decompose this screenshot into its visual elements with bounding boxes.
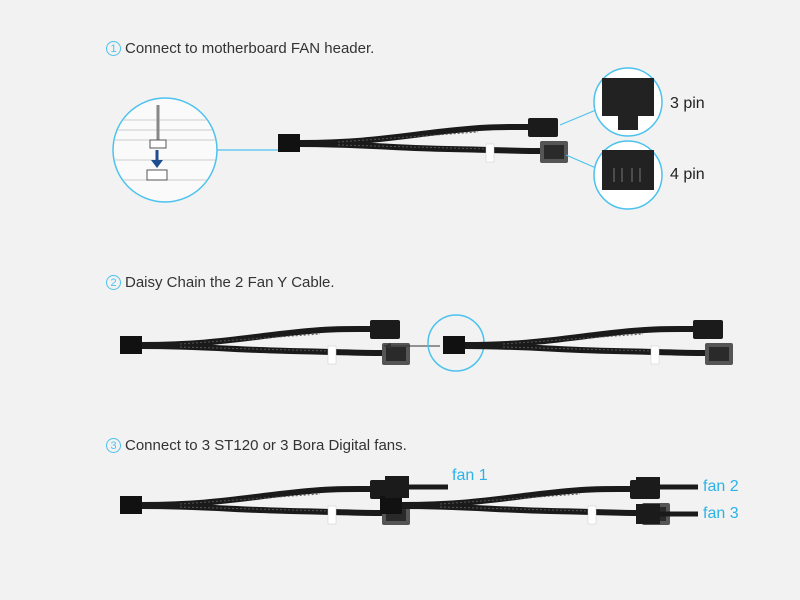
- 3-pin-label: 3 pin: [670, 95, 705, 112]
- step-3: 3 Connect to 3 ST120 or 3 Bora Digital fa…: [106, 437, 407, 454]
- 4-pin-label: 4 pin: [670, 166, 705, 183]
- step-text: Connect to motherboard FAN header.: [125, 40, 375, 57]
- step-text: Connect to 3 ST120 or 3 Bora Digital fan…: [125, 437, 407, 454]
- step-text: Daisy Chain the 2 Fan Y Cable.: [125, 274, 335, 291]
- step-1: 1 Connect to motherboard FAN header.: [106, 40, 374, 57]
- step-number: 1: [106, 41, 121, 56]
- y-cable: [278, 118, 568, 163]
- fan-3-label: fan 3: [703, 505, 739, 522]
- y-cable-1: [120, 320, 410, 365]
- y-cable-1: [120, 480, 410, 525]
- step-number: 2: [106, 275, 121, 290]
- step-2: 2 Daisy Chain the 2 Fan Y Cable.: [106, 274, 335, 291]
- y-cable-2: [443, 320, 733, 365]
- fan-2-label: fan 2: [703, 478, 739, 495]
- pin-magnifiers: [559, 67, 663, 210]
- motherboard-magnifier: [112, 97, 278, 203]
- fan-1-label: fan 1: [452, 467, 488, 484]
- fan-connectors: [385, 476, 698, 524]
- step-number: 3: [106, 438, 121, 453]
